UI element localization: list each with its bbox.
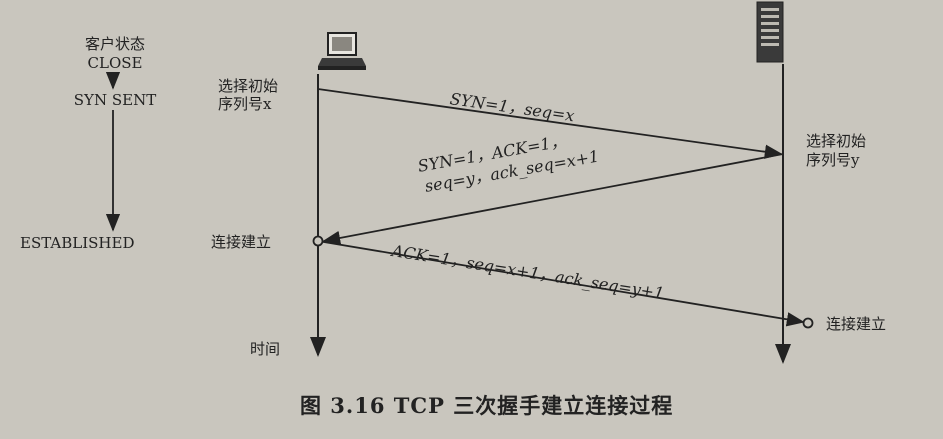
time-axis-label: 时间 (250, 340, 281, 358)
client-state-header: 客户状态 (84, 35, 145, 53)
state-syn-sent: SYN SENT (73, 91, 157, 109)
server-isn-line2: 序列号y (806, 151, 860, 169)
state-close: CLOSE (87, 54, 143, 72)
server-tower-icon (756, 1, 784, 63)
ack-arrow (317, 240, 805, 327)
client-established-marker (312, 235, 324, 247)
figure-caption: 图 3.16 TCP 三次握手建立连接过程 (300, 393, 674, 418)
client-isn-line2: 序列号x (218, 95, 272, 113)
server-established-marker (802, 317, 814, 329)
client-computer-icon (318, 32, 366, 70)
client-connection-established: 连接建立 (211, 233, 272, 251)
server-isn-line1: 选择初始 (806, 132, 867, 150)
syn-arrow (317, 88, 783, 159)
server-connection-established: 连接建立 (826, 315, 887, 333)
client-isn-line1: 选择初始 (218, 77, 279, 95)
state-established: ESTABLISHED (20, 234, 135, 252)
synack-arrow (322, 153, 784, 246)
